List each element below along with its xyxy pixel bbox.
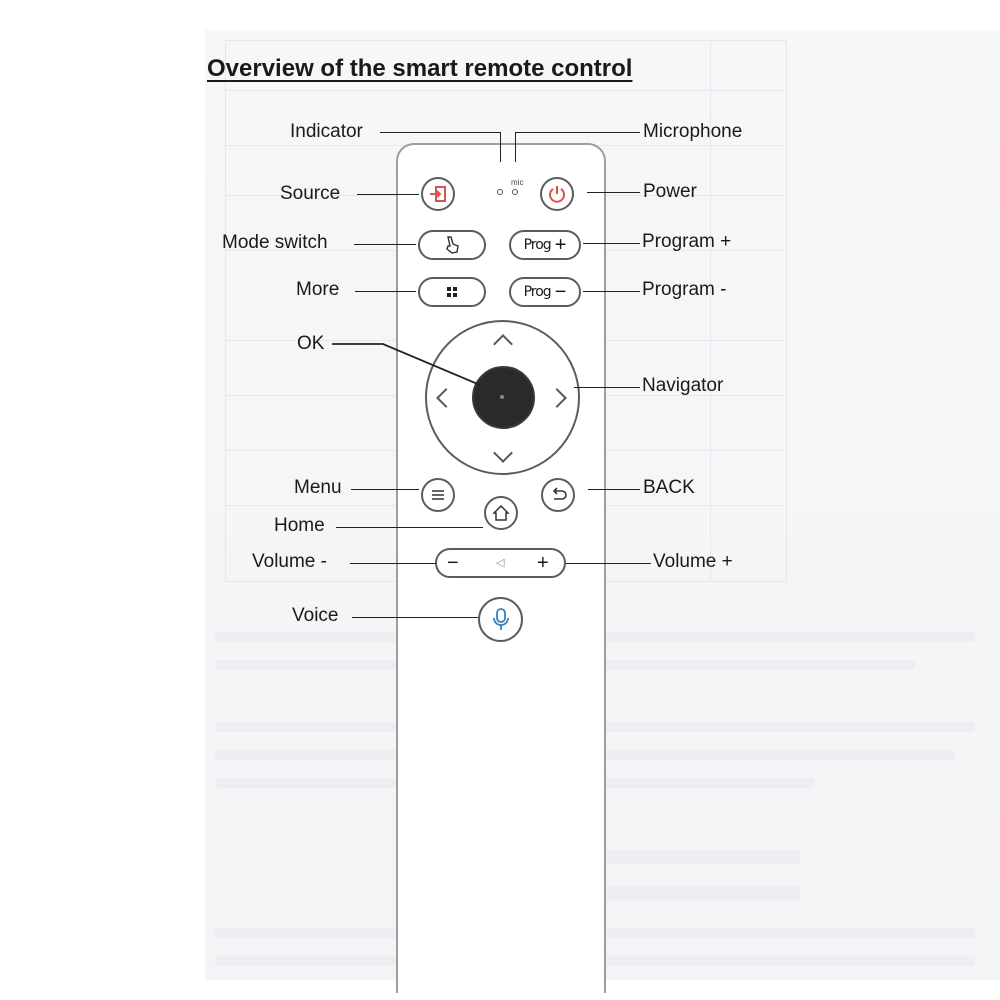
voice-label: Voice [292,605,339,626]
more-leader-line [355,291,416,292]
microphone-icon [492,607,509,630]
source-button[interactable] [421,177,455,211]
back-leader-line [588,489,640,490]
microphone-label: Microphone [643,121,743,142]
program-plus-label: Program + [642,231,732,252]
prog-text: Prog [523,237,552,253]
more-label: More [296,279,340,300]
volume-minus-button[interactable]: − [447,552,459,574]
input-source-icon [430,186,446,202]
mode-switch-label: Mode switch [222,232,328,253]
prog-text: Prog [523,284,552,300]
pointer-hand-icon [446,236,459,254]
page-title: Overview of the smart remote control [207,55,633,82]
microphone-hole [512,189,518,195]
program-minus-button[interactable]: Prog − [509,277,581,307]
source-leader-line [357,194,419,195]
indicator-label: Indicator [290,121,363,142]
menu-label: Menu [294,477,342,498]
voice-button[interactable] [478,597,523,642]
back-button[interactable] [541,478,575,512]
speaker-icon: ◁ [496,557,505,569]
indicator-led [497,189,503,195]
volume-minus-label: Volume - [252,551,327,572]
power-leader-line [587,192,640,193]
mic-label: mic [511,178,524,187]
more-button[interactable] [418,277,486,307]
show-through-row [225,90,785,91]
power-button[interactable] [540,177,574,211]
menu-button[interactable] [421,478,455,512]
volume-plus-label: Volume + [653,551,733,572]
mode-switch-leader-line [354,244,416,245]
home-leader-line [336,527,483,528]
volume-plus-button[interactable]: + [537,552,549,574]
volume-rocker [435,548,566,578]
power-label: Power [643,181,697,202]
back-arrow-icon [552,487,567,500]
hamburger-menu-icon [432,490,444,500]
mode-switch-button[interactable] [418,230,486,260]
voice-leader-line [352,617,478,618]
menu-leader-line [351,489,419,490]
minus-icon: − [554,281,567,303]
ok-dot [500,395,504,399]
home-button[interactable] [484,496,518,530]
program-plus-leader-line [583,243,640,244]
indicator-leader-line [500,132,501,162]
four-dots-icon [447,287,457,297]
microphone-leader-line [515,132,516,162]
navigator-leader-line [574,387,640,388]
program-plus-button[interactable]: Prog + [509,230,581,260]
show-through-heading [560,850,800,864]
ok-label: OK [297,333,325,354]
plus-icon: + [554,234,567,256]
show-through-column [710,40,711,580]
volume-plus-leader-line [566,563,651,564]
volume-minus-leader-line [350,563,436,564]
microphone-leader-line [515,132,640,133]
home-icon [492,504,510,521]
navigator-label: Navigator [642,375,724,396]
power-icon [549,186,565,203]
program-minus-label: Program - [642,279,727,300]
source-label: Source [280,183,341,204]
back-label: BACK [643,477,695,498]
indicator-leader-line [380,132,501,133]
program-minus-leader-line [583,291,640,292]
home-label: Home [274,515,325,536]
